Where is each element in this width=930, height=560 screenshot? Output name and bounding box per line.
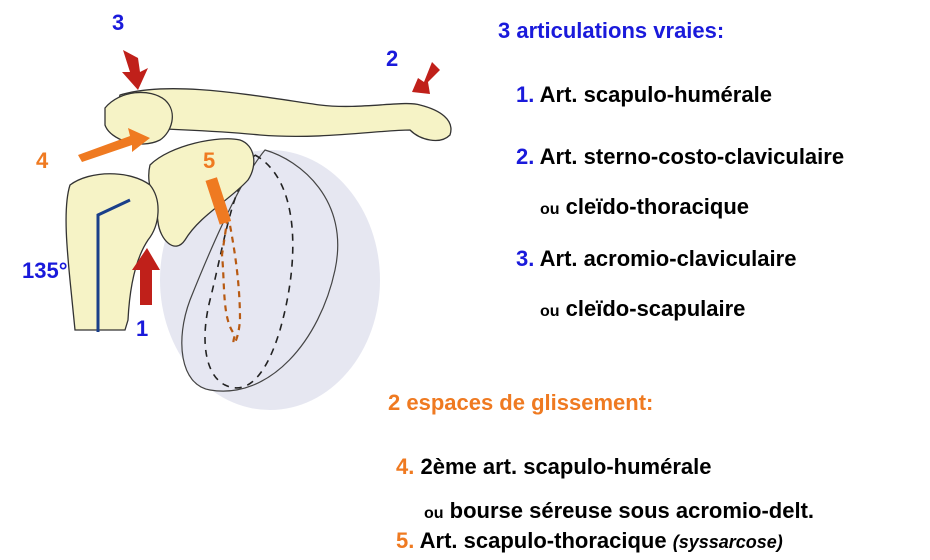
item-2-subtext: cleïdo-thoracique: [566, 194, 749, 219]
item-2-sub: ou cleïdo-thoracique: [540, 194, 749, 220]
item-1: 1. Art. scapulo-humérale: [516, 82, 772, 108]
item-1-text: Art. scapulo-humérale: [540, 82, 772, 107]
label-4: 4: [36, 148, 48, 174]
item-4-sub: ou bourse séreuse sous acromio-delt.: [424, 498, 814, 524]
item-4: 4. 2ème art. scapulo-humérale: [396, 454, 712, 480]
item-1-num: 1.: [516, 82, 534, 107]
item-5: 5. Art. scapulo-thoracique (syssarcose): [396, 528, 783, 554]
angle-label: 135°: [22, 258, 68, 284]
section2-title: 2 espaces de glissement:: [388, 390, 653, 416]
item-2-ou: ou: [540, 201, 560, 218]
item-2-text: Art. sterno-costo-claviculaire: [540, 144, 844, 169]
item-2: 2. Art. sterno-costo-claviculaire: [516, 144, 844, 170]
item-4-num: 4.: [396, 454, 414, 479]
section1-title: 3 articulations vraies:: [498, 18, 724, 44]
item-2-num: 2.: [516, 144, 534, 169]
item-3-text: Art. acromio-claviculaire: [540, 246, 797, 271]
item-3-subtext: cleïdo-scapulaire: [566, 296, 746, 321]
arrow-3: [122, 50, 148, 90]
item-5-text: Art. scapulo-thoracique: [420, 528, 667, 553]
item-5-italic: (syssarcose): [673, 532, 783, 552]
item-5-num: 5.: [396, 528, 414, 553]
humerus: [66, 174, 158, 330]
label-3: 3: [112, 10, 124, 36]
item-3: 3. Art. acromio-claviculaire: [516, 246, 796, 272]
label-1: 1: [136, 316, 148, 342]
item-3-sub: ou cleïdo-scapulaire: [540, 296, 745, 322]
item-4-text: 2ème art. scapulo-humérale: [420, 454, 711, 479]
item-3-ou: ou: [540, 303, 560, 320]
item-4-subtext: bourse séreuse sous acromio-delt.: [450, 498, 814, 523]
item-3-num: 3.: [516, 246, 534, 271]
arrow-2: [412, 62, 440, 94]
label-5: 5: [203, 148, 215, 174]
label-2: 2: [386, 46, 398, 72]
item-4-ou: ou: [424, 505, 444, 522]
